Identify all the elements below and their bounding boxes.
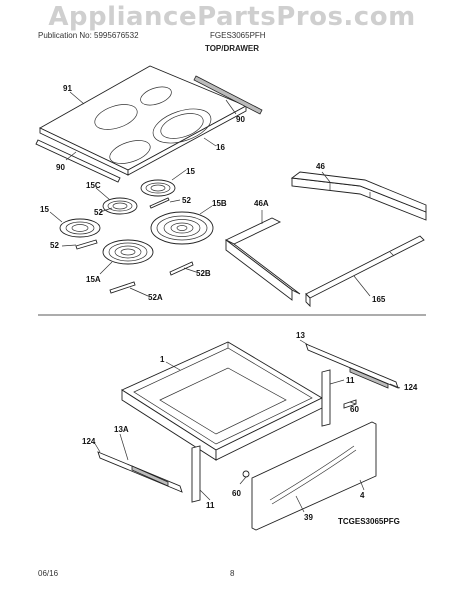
callout-46a: 46A bbox=[254, 199, 269, 208]
surface-element-small-2 bbox=[59, 218, 101, 238]
leader-lines bbox=[49, 91, 401, 513]
slide-rail-13a bbox=[97, 451, 183, 493]
clip-52 bbox=[149, 197, 170, 209]
callout-52-mid: 52 bbox=[94, 208, 103, 217]
bracket-11-left bbox=[191, 445, 201, 503]
callout-15-left: 15 bbox=[40, 205, 49, 214]
rear-trim-strip bbox=[193, 75, 263, 115]
watermark: AppliancePartsPros.com bbox=[48, 2, 416, 32]
slide-rail-13 bbox=[305, 343, 399, 389]
callout-60-left: 60 bbox=[232, 489, 241, 498]
callout-46: 46 bbox=[316, 162, 325, 171]
clip-52a bbox=[109, 281, 136, 294]
callout-16: 16 bbox=[216, 143, 225, 152]
callout-52: 52 bbox=[182, 196, 191, 205]
surface-element-15c bbox=[102, 197, 138, 215]
front-trim-strip bbox=[35, 139, 121, 183]
section-title: TOP/DRAWER bbox=[204, 44, 260, 53]
drawer-front-panel bbox=[251, 421, 377, 531]
callout-11-left: 11 bbox=[206, 501, 215, 510]
callout-15: 15 bbox=[186, 167, 195, 176]
frame-46 bbox=[290, 171, 427, 221]
callout-15c: 15C bbox=[86, 181, 101, 190]
callout-13a: 13A bbox=[114, 425, 129, 434]
callout-124-right: 124 bbox=[404, 383, 418, 392]
callout-15b: 15B bbox=[212, 199, 227, 208]
callout-90-top: 90 bbox=[236, 115, 245, 124]
cooktop-glass bbox=[39, 65, 248, 176]
footer-page-number: 8 bbox=[230, 569, 235, 578]
footer-date: 06/16 bbox=[38, 569, 59, 578]
callout-52a: 52A bbox=[148, 293, 163, 302]
callout-1: 1 bbox=[160, 355, 165, 364]
surface-element-15b bbox=[150, 211, 214, 245]
screw-60-left bbox=[242, 470, 250, 478]
callout-90-front: 90 bbox=[56, 163, 65, 172]
clip-52-left bbox=[75, 239, 98, 250]
callout-60-right: 60 bbox=[350, 405, 359, 414]
frame-165 bbox=[305, 235, 425, 308]
callout-124-left: 124 bbox=[82, 437, 96, 446]
publication-number: Publication No: 5995676532 bbox=[38, 31, 139, 40]
drawer-body bbox=[121, 341, 323, 461]
frame-46a bbox=[224, 217, 301, 301]
callout-52-left: 52 bbox=[50, 241, 59, 250]
callout-39: 39 bbox=[304, 513, 313, 522]
callout-15a: 15A bbox=[86, 275, 101, 284]
surface-element-15a bbox=[102, 239, 154, 265]
model-number: FGES3065PFH bbox=[210, 31, 266, 40]
diagram-model-code: TCGES3065PFG bbox=[338, 517, 400, 526]
clip-52b bbox=[169, 261, 194, 276]
callout-13: 13 bbox=[296, 331, 305, 340]
callout-11-right: 11 bbox=[346, 376, 355, 385]
bracket-11-right bbox=[321, 369, 331, 427]
callout-165: 165 bbox=[372, 295, 386, 304]
callout-4: 4 bbox=[360, 491, 365, 500]
callout-91: 91 bbox=[63, 84, 72, 93]
surface-element-small-1 bbox=[140, 179, 176, 197]
callout-52b: 52B bbox=[196, 269, 211, 278]
